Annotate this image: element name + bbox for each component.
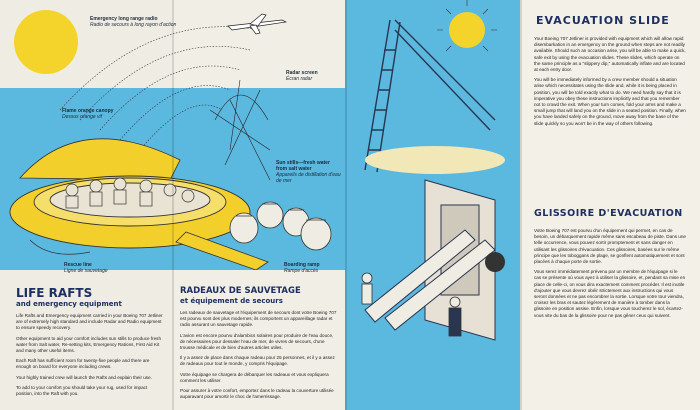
- sun-icon: [449, 12, 485, 48]
- sun-rays: [437, 0, 497, 52]
- boarding-ramp: [175, 231, 269, 270]
- survivors: [65, 177, 195, 209]
- fold-line: [172, 0, 174, 410]
- floats: [229, 201, 332, 251]
- airplane-icon: [227, 13, 288, 35]
- radio-waves: [59, 26, 261, 151]
- radeaux-body: Les radeaux de sauvetage et l'équipement…: [180, 310, 337, 400]
- evacuation-title: EVACUATION SLIDE: [536, 14, 670, 27]
- panel-evacuation-text: EVACUATION SLIDE Your Boeing 707 Jetline…: [520, 0, 700, 410]
- passengers: [361, 272, 462, 337]
- glissoire-body: Votre Boeing 707 est pourvu d'un équipem…: [534, 228, 686, 318]
- radeaux-subtitle: et équipement de secours: [180, 297, 283, 305]
- playground-slide: [364, 19, 496, 173]
- raft-canopy: [19, 138, 181, 181]
- raft-hull: [9, 175, 251, 249]
- life-rafts-subtitle: and emergency equipment: [16, 300, 122, 308]
- sand-patch: [365, 146, 505, 174]
- glissoire-title: GLISSOIRE D'EVACUATION: [534, 208, 683, 219]
- fold-line: [520, 0, 522, 410]
- life-rafts-body: Life Rafts and Emergency equipment carri…: [16, 313, 163, 397]
- evacuation-body: Your Boeing 707 Jetliner is provided wit…: [534, 36, 686, 126]
- fold-line: [345, 0, 347, 410]
- evacuation-slide-icon: [364, 229, 496, 331]
- sun-icon: [14, 10, 78, 74]
- sun-still: [209, 79, 271, 181]
- radeaux-title: RADEAUX DE SAUVETAGE: [180, 286, 301, 296]
- life-rafts-title: LIFE RAFTS: [16, 286, 93, 300]
- wheel-icon: [485, 252, 505, 272]
- panel-slide-illustration: [345, 0, 520, 410]
- life-raft-illustration: [9, 13, 332, 270]
- slide-illustration: [361, 0, 505, 341]
- rescue-line: [29, 239, 91, 255]
